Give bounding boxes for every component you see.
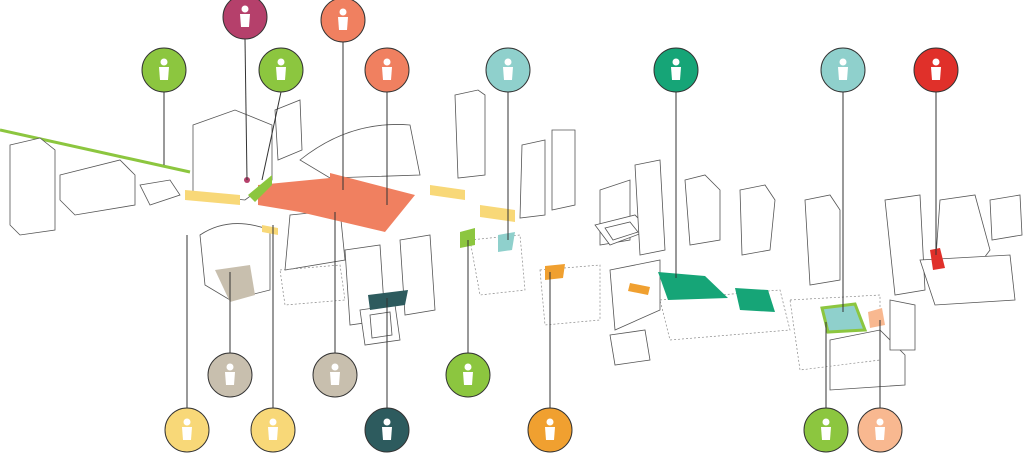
sport-field-2 (735, 288, 775, 312)
plazas (185, 173, 945, 334)
paving-icon (312, 352, 358, 398)
leader-line (261, 91, 282, 181)
crowd-event-icon (364, 47, 410, 93)
buildings (9, 89, 1023, 391)
culture-performance-icon (222, 0, 268, 40)
picnic-icon (141, 47, 187, 93)
doorway-icon (857, 407, 903, 453)
playground-icon (445, 352, 491, 398)
demonstration-icon (320, 0, 366, 43)
sport-field-1 (658, 272, 728, 300)
garden-plaza (248, 175, 272, 202)
green-path (0, 128, 191, 174)
ball-games-icon (913, 47, 959, 93)
swimming-icon (820, 47, 866, 93)
water-play-icon (485, 47, 531, 93)
skate-icon (364, 407, 410, 453)
gathering-icon (164, 407, 210, 453)
market-icon (207, 352, 253, 398)
outdoor-sport-icon (653, 47, 699, 93)
lawn-icon (803, 407, 849, 453)
ramp-icon (527, 407, 573, 453)
event-plaza (258, 173, 415, 232)
leader-line (244, 38, 248, 181)
seating-icon (250, 407, 296, 453)
urban-garden-icon (258, 47, 304, 93)
